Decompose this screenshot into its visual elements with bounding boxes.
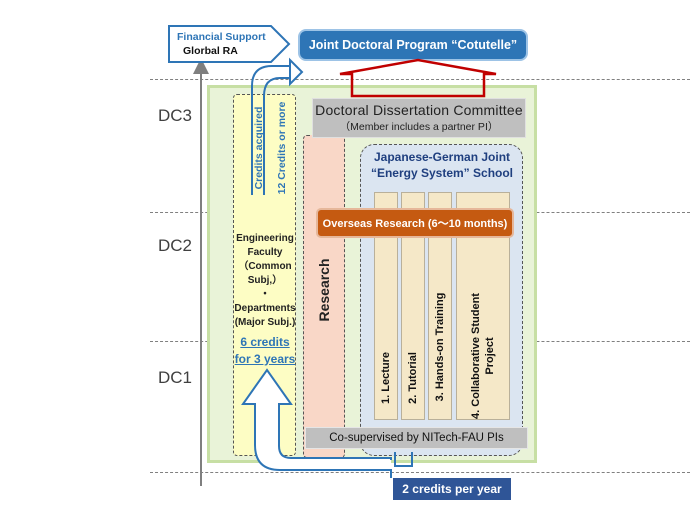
financial-support-line2: Glorbal RA [183,45,238,57]
course-collaborative-label: 4. Collaborative Student Project [469,293,497,419]
eng-line6: Departments [234,303,296,314]
course-collaborative-line1: 4. Collaborative Student [470,292,482,419]
level-line-bottom [150,472,690,473]
committee-note: （Member includes a partner PI） [339,121,499,133]
course-lecture-label: 1. Lecture [380,352,392,405]
course-tutorial-label: 2. Tutorial [407,352,419,405]
eng-line1: Engineering [236,233,294,244]
school-title-line1: Japanese-German Joint [373,150,511,164]
six-credits-line1: 6 credits [240,335,290,349]
dissertation-committee: Doctoral Dissertation Committee （Member … [312,98,526,138]
eng-line4: Subj,） [247,275,283,286]
eng-line3: （Common [238,261,292,272]
level-line-top [150,79,690,80]
eng-line7: (Major Subj.) [234,317,296,328]
financial-support-line1: Financial Support [177,31,266,43]
course-hands-on-label: 3. Hands-on Training [434,292,446,402]
co-supervised-banner: Co-supervised by NITech-FAU PIs [305,427,528,449]
committee-title: Doctoral Dissertation Committee [315,102,523,118]
level-label-dc2: DC2 [158,236,193,255]
six-credits-line2: for 3 years [234,352,296,366]
level-label-dc1: DC1 [158,368,193,387]
credits-acquired-label: Credits acquired [253,106,265,190]
course-collaborative-line2: Project [484,337,496,375]
two-credits-box: 2 credits per year [393,478,511,500]
eng-line5: ・ [260,289,270,300]
energy-school-title: Japanese-German Joint “Energy System” Sc… [368,149,516,181]
research-label: Research [316,258,332,322]
eng-line2: Faculty [247,247,283,258]
overseas-research: Overseas Research (6〜10 months) [316,208,514,238]
level-label-dc3: DC3 [158,106,193,125]
joint-program-box: Joint Doctoral Program “Cotutelle” [298,29,528,61]
school-title-line2: “Energy System” School [370,166,514,180]
six-credits-text: 6 credits for 3 years [230,334,300,368]
engineering-faculty-text: Engineering Faculty （Common Subj,） ・ Dep… [234,232,296,330]
twelve-credits-label: 12 Credits or more [276,101,288,195]
